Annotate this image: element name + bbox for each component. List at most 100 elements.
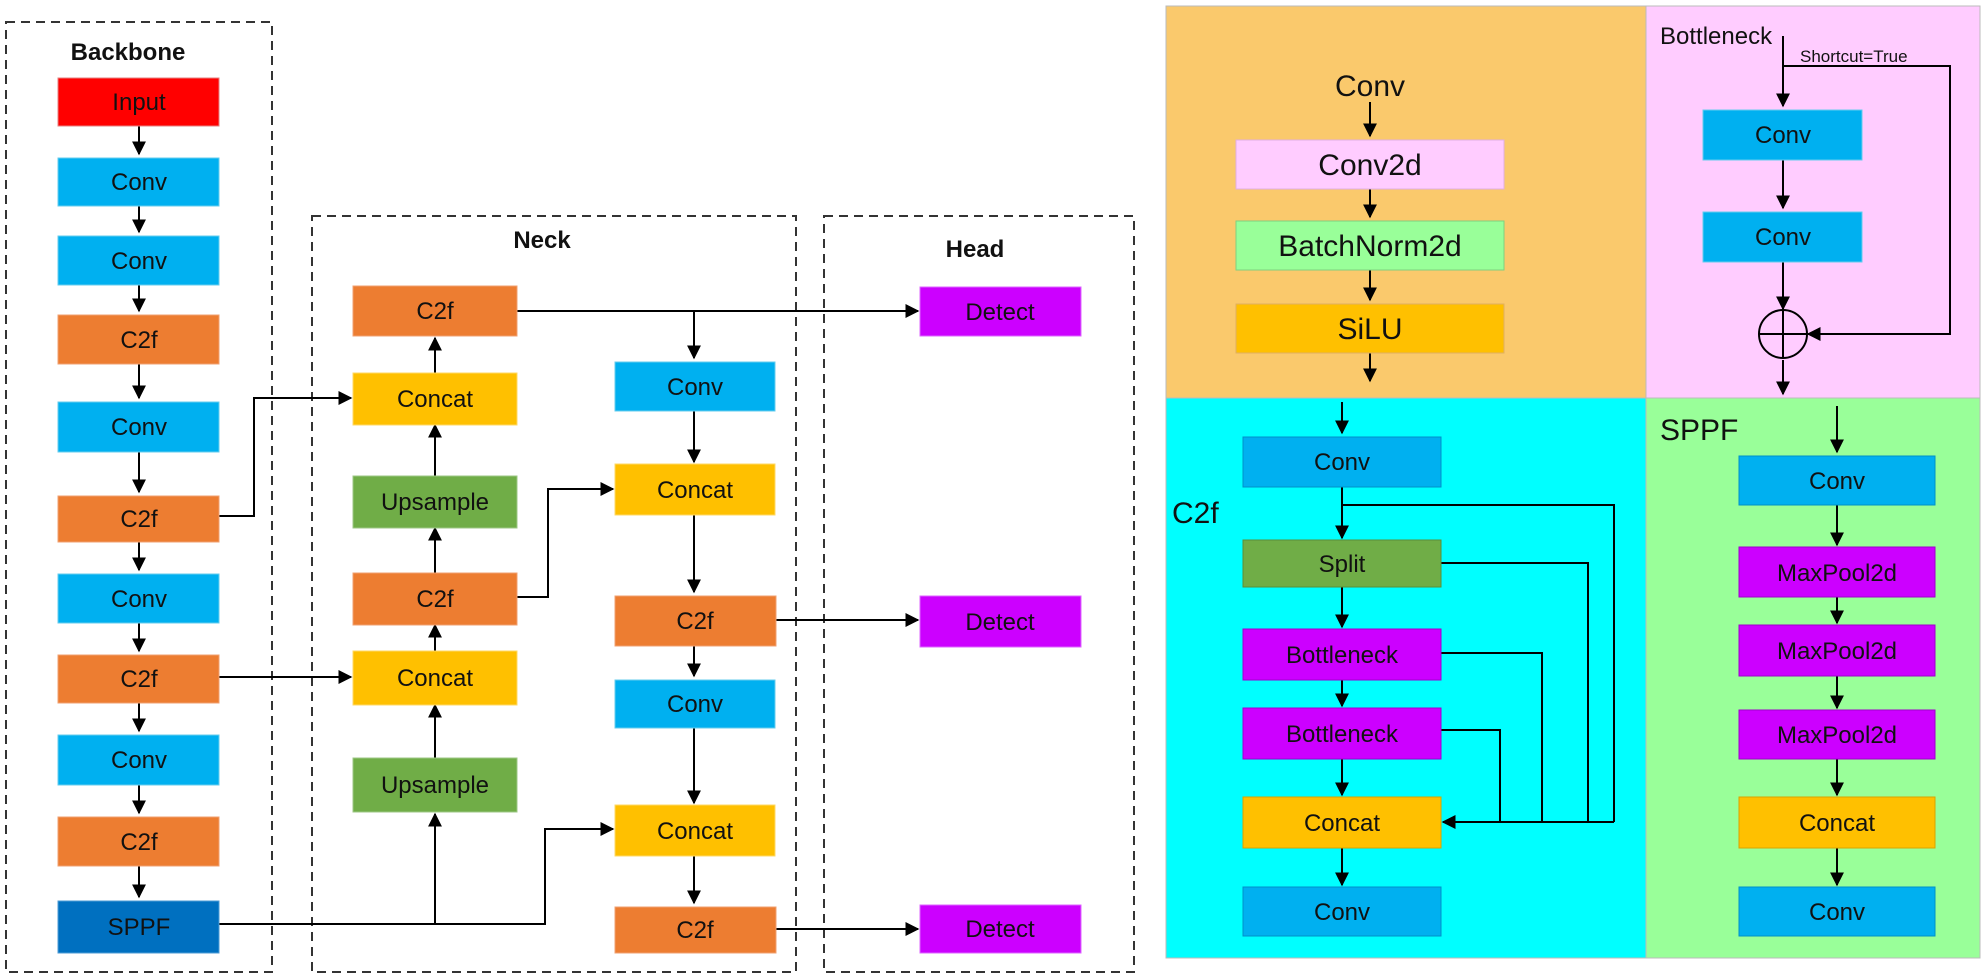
svg-text:Split: Split xyxy=(1319,551,1366,578)
svg-text:Concat: Concat xyxy=(1799,810,1875,837)
svg-text:Conv: Conv xyxy=(1314,449,1370,476)
svg-text:MaxPool2d: MaxPool2d xyxy=(1777,560,1897,587)
maxpool2d-block-2: MaxPool2d xyxy=(1738,624,1936,677)
sppf-conv-block-top: Conv xyxy=(1738,455,1936,506)
svg-text:C2f: C2f xyxy=(676,917,714,944)
neck-concat-upper-block: Concat xyxy=(352,372,518,426)
neck-group xyxy=(311,215,797,973)
svg-text:C2f: C2f xyxy=(120,327,158,354)
svg-text:SiLU: SiLU xyxy=(1337,313,1402,346)
svg-text:Bottleneck: Bottleneck xyxy=(1286,642,1399,669)
neck-conv-upper-block: Conv xyxy=(614,361,776,412)
backbone-c2f-block-2: C2f xyxy=(57,495,220,543)
neck-c2f-mid-block: C2f xyxy=(352,572,518,626)
backbone-input-block: Input xyxy=(57,77,220,127)
svg-text:Upsample: Upsample xyxy=(381,489,489,516)
svg-text:Upsample: Upsample xyxy=(381,772,489,799)
bottleneck-panel-title: Bottleneck xyxy=(1660,23,1773,50)
sppf-conv-block-bottom: Conv xyxy=(1738,886,1936,937)
bottleneck-conv-block-2: Conv xyxy=(1702,211,1863,263)
head-detect-block-2: Detect xyxy=(919,595,1082,648)
backbone-conv-block-3: Conv xyxy=(57,401,220,453)
svg-text:Conv: Conv xyxy=(111,169,167,196)
maxpool2d-block-3: MaxPool2d xyxy=(1738,709,1936,760)
svg-text:Conv: Conv xyxy=(1755,224,1811,251)
head-detect-block-1: Detect xyxy=(919,286,1082,337)
svg-text:Concat: Concat xyxy=(397,386,473,413)
backbone-conv-block-2: Conv xyxy=(57,235,220,286)
svg-text:C2f: C2f xyxy=(120,829,158,856)
neck-c2f-right-upper-block: C2f xyxy=(614,595,777,647)
c2f-conv-block-bottom: Conv xyxy=(1242,886,1442,937)
sppf-concat-block: Concat xyxy=(1738,796,1936,849)
bottleneck-block-2: Bottleneck xyxy=(1242,707,1442,760)
svg-text:Detect: Detect xyxy=(965,916,1035,943)
svg-text:Conv: Conv xyxy=(1809,468,1865,495)
head-detect-block-3: Detect xyxy=(919,904,1082,954)
shortcut-label: Shortcut=True xyxy=(1800,47,1908,66)
sppf-panel-title: SPPF xyxy=(1660,414,1738,447)
backbone-title: Backbone xyxy=(71,39,186,66)
svg-text:MaxPool2d: MaxPool2d xyxy=(1777,722,1897,749)
backbone-c2f-block-3: C2f xyxy=(57,654,220,704)
batchnorm2d-block: BatchNorm2d xyxy=(1235,220,1505,271)
bottleneck-block-1: Bottleneck xyxy=(1242,628,1442,681)
backbone-conv-block-1: Conv xyxy=(57,157,220,207)
svg-text:Detect: Detect xyxy=(965,609,1035,636)
svg-text:C2f: C2f xyxy=(120,506,158,533)
conv2d-block: Conv2d xyxy=(1235,139,1505,190)
c2f-panel-title: C2f xyxy=(1172,497,1219,530)
svg-text:C2f: C2f xyxy=(676,608,714,635)
svg-text:Conv: Conv xyxy=(1809,899,1865,926)
svg-text:Conv: Conv xyxy=(1314,899,1370,926)
svg-text:Input: Input xyxy=(112,89,166,116)
split-block: Split xyxy=(1242,539,1442,588)
svg-text:Conv: Conv xyxy=(111,414,167,441)
backbone-c2f-block-1: C2f xyxy=(57,314,220,365)
svg-text:Conv: Conv xyxy=(111,747,167,774)
neck-title: Neck xyxy=(513,227,571,254)
svg-text:Conv: Conv xyxy=(111,586,167,613)
svg-text:Concat: Concat xyxy=(657,477,733,504)
neck-upsample-lower-block: Upsample xyxy=(352,757,518,813)
svg-text:C2f: C2f xyxy=(416,298,454,325)
c2f-conv-block-top: Conv xyxy=(1242,436,1442,488)
svg-text:SPPF: SPPF xyxy=(108,914,171,941)
svg-text:C2f: C2f xyxy=(416,586,454,613)
head-group xyxy=(823,215,1135,973)
bottleneck-panel-arrows xyxy=(1758,36,1951,396)
backbone-conv-block-4: Conv xyxy=(57,573,220,624)
neck-conv-lower-block: Conv xyxy=(614,679,776,729)
head-title: Head xyxy=(946,236,1005,263)
svg-text:Concat: Concat xyxy=(1304,810,1380,837)
c2f-panel-arrows xyxy=(1335,402,1615,887)
c2f-concat-block: Concat xyxy=(1242,796,1442,849)
neck-upsample-upper-block: Upsample xyxy=(352,475,518,529)
conv-panel-title: Conv xyxy=(1335,70,1405,103)
svg-text:Detect: Detect xyxy=(965,299,1035,326)
svg-text:MaxPool2d: MaxPool2d xyxy=(1777,638,1897,665)
maxpool2d-block-1: MaxPool2d xyxy=(1738,546,1936,598)
backbone-c2f-block-4: C2f xyxy=(57,816,220,867)
neck-c2f-right-lower-block: C2f xyxy=(614,906,777,954)
silu-block: SiLU xyxy=(1235,303,1505,354)
svg-text:BatchNorm2d: BatchNorm2d xyxy=(1278,230,1461,263)
neck-concat-right-upper-block: Concat xyxy=(614,463,776,516)
backbone-sppf-block: SPPF xyxy=(57,900,220,954)
svg-text:Concat: Concat xyxy=(657,818,733,845)
svg-text:Concat: Concat xyxy=(397,665,473,692)
svg-text:Conv: Conv xyxy=(1755,122,1811,149)
svg-text:C2f: C2f xyxy=(120,666,158,693)
neck-concat-lower-block: Concat xyxy=(352,650,518,706)
bottleneck-conv-block-1: Conv xyxy=(1702,109,1863,161)
svg-text:Conv: Conv xyxy=(667,691,723,718)
neck-c2f-top-block: C2f xyxy=(352,285,518,337)
neck-concat-right-lower-block: Concat xyxy=(614,804,776,857)
svg-text:Conv2d: Conv2d xyxy=(1318,149,1421,182)
svg-text:Bottleneck: Bottleneck xyxy=(1286,721,1399,748)
neck-arrows xyxy=(219,304,920,936)
svg-text:Conv: Conv xyxy=(111,248,167,275)
backbone-conv-block-5: Conv xyxy=(57,734,220,786)
backbone-group xyxy=(5,21,273,973)
